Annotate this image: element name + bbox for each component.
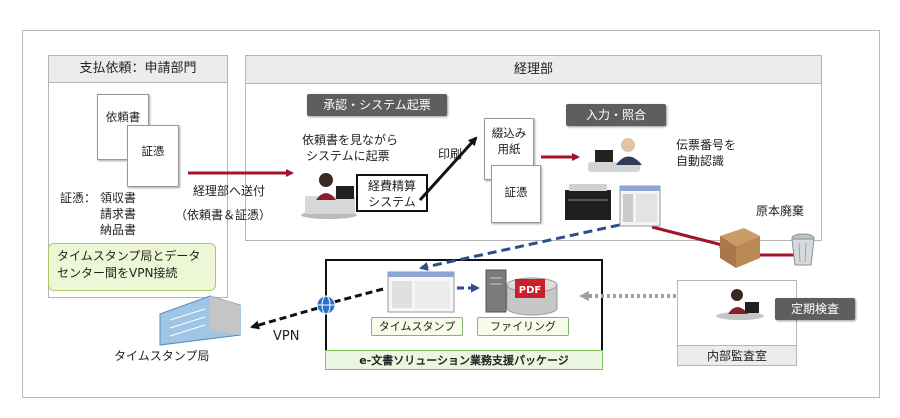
applicant-panel-title: 支払依頼：申請部門 — [49, 56, 227, 83]
server-icon — [485, 269, 507, 313]
pdf-label: PDF — [519, 285, 541, 296]
vpn-note-text: タイムスタンプ局とデータセンター間をVPN接続 — [57, 249, 201, 280]
vpn-dashed-line — [333, 287, 384, 304]
globe-icon — [316, 295, 336, 315]
timestamp-screen-icon — [387, 271, 455, 313]
accounting-voucher-doc: 証憑 — [491, 165, 541, 223]
accounting-panel-title: 経理部 — [246, 56, 821, 84]
package-title: e-文書ソリューション業務支援パッケージ — [325, 350, 603, 370]
pdf-icon: PDF — [515, 279, 545, 298]
bound-paper-line2: 用紙 — [497, 142, 521, 156]
entry-note-line1: 依頼書を見ながら — [302, 133, 399, 147]
auditor-icon — [716, 289, 764, 320]
audit-room-label: 内部監査室 — [677, 345, 797, 366]
auto-recognize-line2: 自動認識 — [676, 154, 725, 168]
voucher-item-delivery: 納品書 — [100, 223, 137, 237]
voucher-doc: 証憑 — [127, 125, 179, 187]
voucher-item-receipt: 領収書 — [100, 191, 137, 205]
input-check-box: 入力・照合 — [566, 104, 666, 126]
voucher-label: 証憑： — [60, 191, 97, 205]
accounting-clerk-icon — [301, 173, 357, 219]
auto-recognize-line1: 伝票番号を — [676, 138, 737, 152]
print-arrow — [418, 136, 478, 202]
periodic-inspection-box: 定期検査 — [775, 298, 855, 320]
vpn-label: VPN — [273, 329, 300, 344]
software-screen-icon — [619, 185, 661, 227]
request-form-label: 依頼書 — [105, 110, 141, 124]
office-building-icon — [159, 295, 241, 346]
expense-system-box: 経費精算 システム — [356, 174, 428, 212]
expense-system-line2: システム — [368, 195, 416, 209]
entry-note-line2: システムに起票 — [306, 149, 390, 163]
approval-box: 承認・システム起票 — [307, 94, 447, 116]
send-label-line2: （依頼書＆証憑） — [175, 208, 272, 222]
filing-button[interactable]: ファイリング — [477, 317, 569, 336]
timestamp-authority-label: タイムスタンプ局 — [114, 349, 210, 363]
print-label: 印刷 — [438, 147, 463, 161]
bound-paper-line1: 綴込み — [491, 126, 527, 140]
vpn-arrow — [250, 306, 319, 330]
trash-bin-icon — [791, 233, 815, 266]
expense-system-line1: 経費精算 — [367, 179, 416, 193]
cardboard-box-icon — [720, 228, 760, 268]
vpn-note: タイムスタンプ局とデータセンター間をVPN接続 — [48, 243, 216, 291]
input-operator-icon — [588, 138, 642, 172]
original-disposal-label: 原本廃棄 — [756, 204, 805, 218]
scan-to-timestamp-arrow — [419, 217, 648, 271]
scanner-icon — [565, 184, 611, 220]
voucher-item-invoice: 請求書 — [100, 207, 137, 221]
to-disposal-arrow — [651, 225, 728, 249]
accounting-voucher-label: 証憑 — [504, 185, 528, 199]
timestamp-button[interactable]: タイムスタンプ — [371, 317, 463, 336]
voucher-doc-label: 証憑 — [141, 144, 165, 158]
send-label-line1: 経理部へ送付 — [193, 184, 266, 198]
